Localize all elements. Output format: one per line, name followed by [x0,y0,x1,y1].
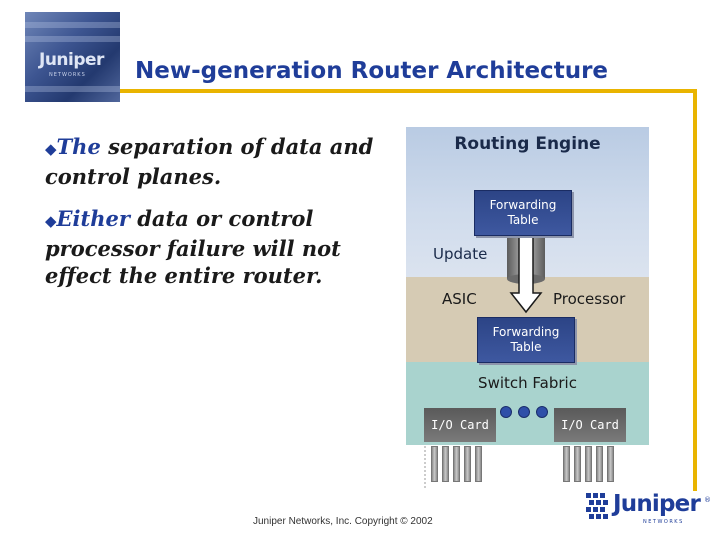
connector-pin [563,446,570,482]
forwarding-table-bottom-line1: Forwarding [492,325,560,339]
bullet-1-lead: The [56,134,101,159]
logo-registered: ® [704,496,711,504]
ellipsis-dot-icon [518,406,530,418]
processor-label: Processor [553,290,626,308]
bullet-diamond-icon: ◆ [45,140,57,158]
forwarding-table-top-line1: Forwarding [489,198,557,212]
forwarding-table-top: Forwarding Table [474,190,572,236]
connector-pin [442,446,449,482]
ellipsis-dot-icon [500,406,512,418]
logo-word: Juniper [613,491,701,517]
bullet-diamond-icon: ◆ [45,212,57,230]
bullet-2-text: data or control processor failure will n… [45,206,341,288]
io-card-left: I/O Card [424,408,496,442]
bullet-2-lead: Either [56,206,130,231]
bullet-1-text: separation of data and control planes. [45,134,374,189]
photo-logo-text: Juniper [39,50,104,70]
bullet-2: ◆Either data or control processor failur… [45,205,365,289]
io-card-left-pins [431,446,482,482]
connector-pin [585,446,592,482]
header-logo-photo: Juniper NETWORKS [25,12,120,102]
logo-sub: NETWORKS [643,519,684,525]
connector-pin [464,446,471,482]
slide-title: New-generation Router Architecture [135,58,609,84]
title-underline [120,89,695,93]
switch-fabric-label: Switch Fabric [478,374,577,392]
asic-label: ASIC [442,290,477,308]
io-card-right: I/O Card [554,408,626,442]
bullet-1: ◆The separation of data and control plan… [45,133,375,190]
connector-pin [574,446,581,482]
forwarding-table-top-line2: Table [507,213,539,227]
connector-pin [475,446,482,482]
connector-pin [607,446,614,482]
io-card-right-pins [563,446,614,482]
forwarding-table-bottom: Forwarding Table [477,317,575,363]
connector-pin [431,446,438,482]
ellipsis-dot-icon [536,406,548,418]
connector-pin [453,446,460,482]
connector-pin [596,446,603,482]
routing-engine-label: Routing Engine [454,134,601,154]
update-arrow-icon [509,236,543,314]
forwarding-table-bottom-line2: Table [510,340,542,354]
update-label: Update [433,245,488,263]
juniper-logo: Juniper NETWORKS ® [583,490,711,528]
footer-copyright: Juniper Networks, Inc. Copyright © 2002 [253,516,433,527]
right-vertical-rule [693,89,697,491]
photo-logo-sub: NETWORKS [49,72,86,78]
juniper-tree-icon [586,493,608,519]
